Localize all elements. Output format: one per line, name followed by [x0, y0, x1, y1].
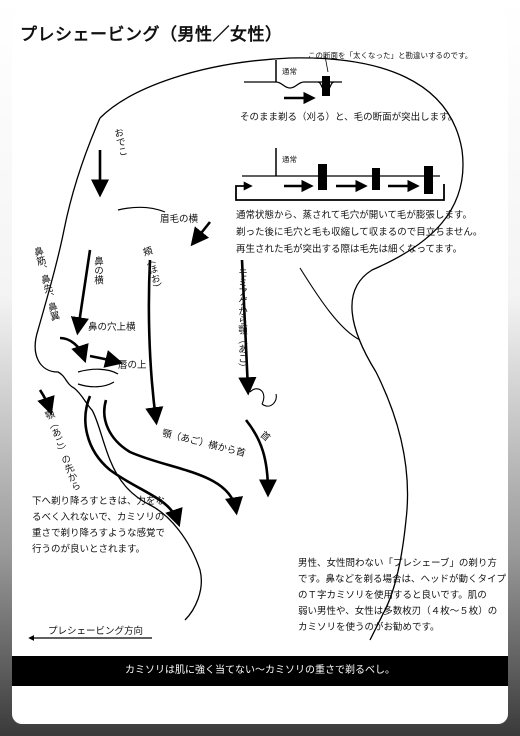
shaving-arrows	[37, 150, 278, 528]
instruction-line-2: るべく入れないで、カミソリの	[32, 512, 165, 523]
note-small: この断面を「太くなった」と勘違いするのです。	[308, 51, 473, 60]
instruction-line-4: 行うのが良いとされます。	[32, 544, 146, 555]
eye-line	[117, 206, 166, 213]
caption-2-line-1: 通常状態から、蒸されて毛穴が開いて毛が膨張します。	[236, 210, 472, 221]
normal-label-1: 通常	[282, 67, 297, 76]
hair-diagram-1	[244, 55, 342, 105]
advice-line-2: です。鼻などを剃る場合は、ヘッドが動くタイプ	[298, 574, 507, 585]
ear	[249, 388, 277, 407]
label-nostril-side: 鼻の穴上横	[88, 322, 136, 333]
advice-line-5: カミソリを使うのがお勧めです。	[298, 622, 440, 633]
label-sideburn-to-jaw: モミアゲから顎（あご）	[236, 268, 247, 373]
advice-line-4: 弱い男性や、女性は多数枚刃（４枚〜５枚）の	[298, 606, 498, 617]
advice-line-3: のＴ字カミソリを使用すると良いです。肌の	[298, 590, 487, 601]
label-nose-side: 鼻の横	[92, 256, 103, 285]
instruction-text: 下へ剃り降ろすときは、力をな るべく入れないで、カミソリの 重さで剃り降ろすよう…	[32, 494, 165, 558]
instruction-line-1: 下へ剃り降ろすときは、力をな	[32, 496, 166, 507]
direction-label: プレシェービング方向	[48, 626, 144, 637]
label-eyebrow-side: 眉毛の横	[160, 214, 199, 225]
neck-line	[299, 267, 361, 341]
hair-diagram-2	[235, 148, 445, 201]
instruction-line-3: 重さで剃り降ろすような感覚で	[32, 528, 166, 539]
caption-2-line-3: 再生された毛が突出する際は毛先は細くなってます。	[236, 244, 463, 255]
page-title: プレシェービング（男性／女性）	[20, 25, 283, 45]
caption-1: そのまま剃る（刈る）と、毛の断面が突出します。	[240, 112, 458, 123]
caption-2-line-2: 剃った後に毛穴と毛も収縮して収まるので目立ちません。	[236, 227, 483, 238]
label-upper-lip: 唇の上	[118, 360, 147, 371]
advice-text: 男性、女性問わない「プレシェーブ」の剃り方 です。鼻などを剃る場合は、ヘッドが動…	[298, 556, 506, 636]
advice-line-1: 男性、女性問わない「プレシェーブ」の剃り方	[298, 558, 497, 569]
face-profile	[34, 117, 202, 621]
head-outline	[99, 57, 464, 641]
lips	[77, 368, 119, 388]
normal-label-2: 通常	[282, 155, 297, 164]
footer-banner: カミソリは肌に強く当てない〜カミソリの重さで剃るべし。	[12, 656, 508, 686]
